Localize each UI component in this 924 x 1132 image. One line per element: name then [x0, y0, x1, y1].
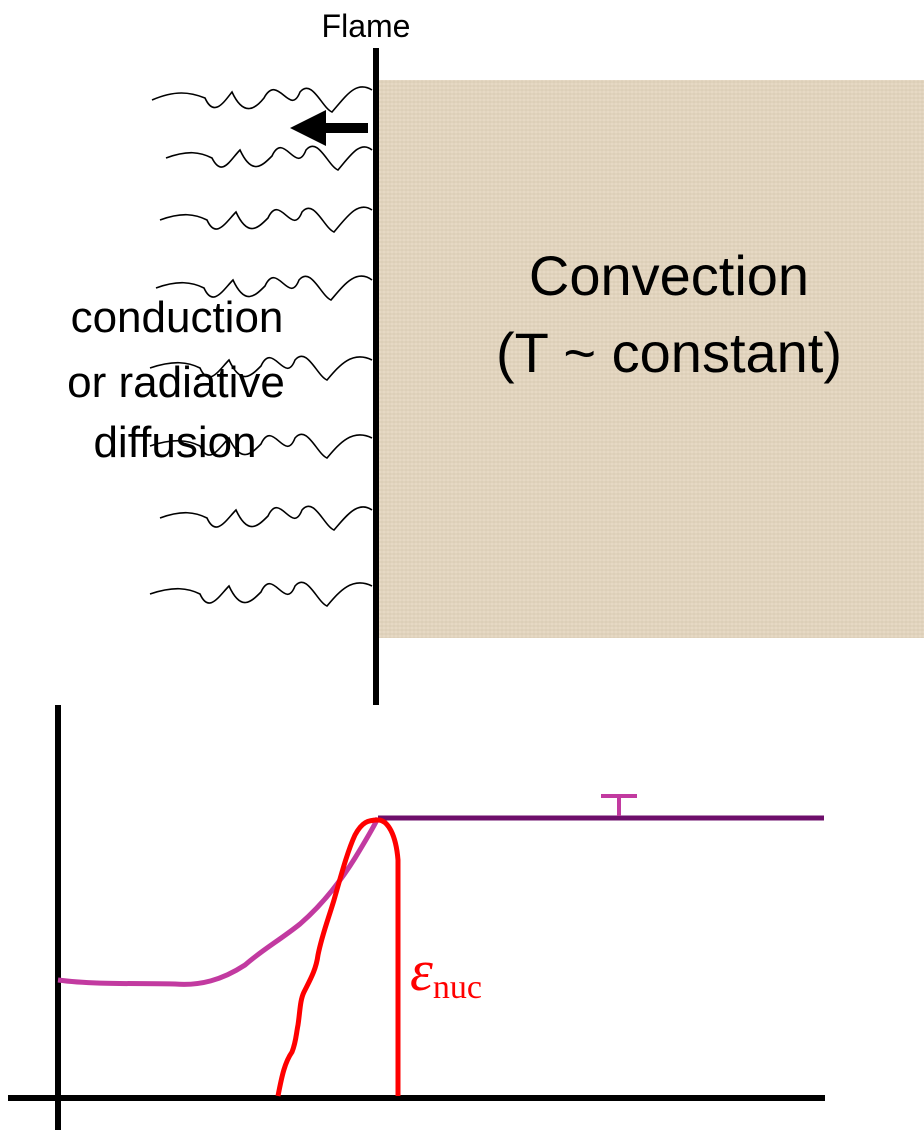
diffusion-wave [149, 355, 373, 381]
diffusion-wave [149, 581, 373, 607]
diffusion-wave [165, 145, 373, 171]
diffusion-wave [159, 206, 373, 233]
diffusion-wave [155, 275, 373, 301]
temperature-curve-rise [57, 816, 381, 987]
energy-curve [275, 817, 401, 1097]
left-arrow-icon [290, 110, 368, 146]
right-region-label-line2: (T ~ constant) [496, 321, 842, 384]
diffusion-wave [151, 86, 373, 113]
diffusion-wave [159, 505, 373, 531]
left-region-label-line2: or radiative [67, 358, 285, 407]
left-region-label-line3: diffusion [93, 418, 256, 467]
energy-curve-label: εnuc [410, 938, 482, 1006]
left-region-label-line1: conduction [71, 293, 284, 342]
flame-label: Flame [322, 8, 411, 44]
right-region-label-line1: Convection [529, 244, 809, 307]
diffusion-waves [149, 86, 373, 607]
temperature-label-glyph [601, 794, 637, 816]
diffusion-wave [149, 433, 373, 459]
convection-region [377, 80, 924, 638]
